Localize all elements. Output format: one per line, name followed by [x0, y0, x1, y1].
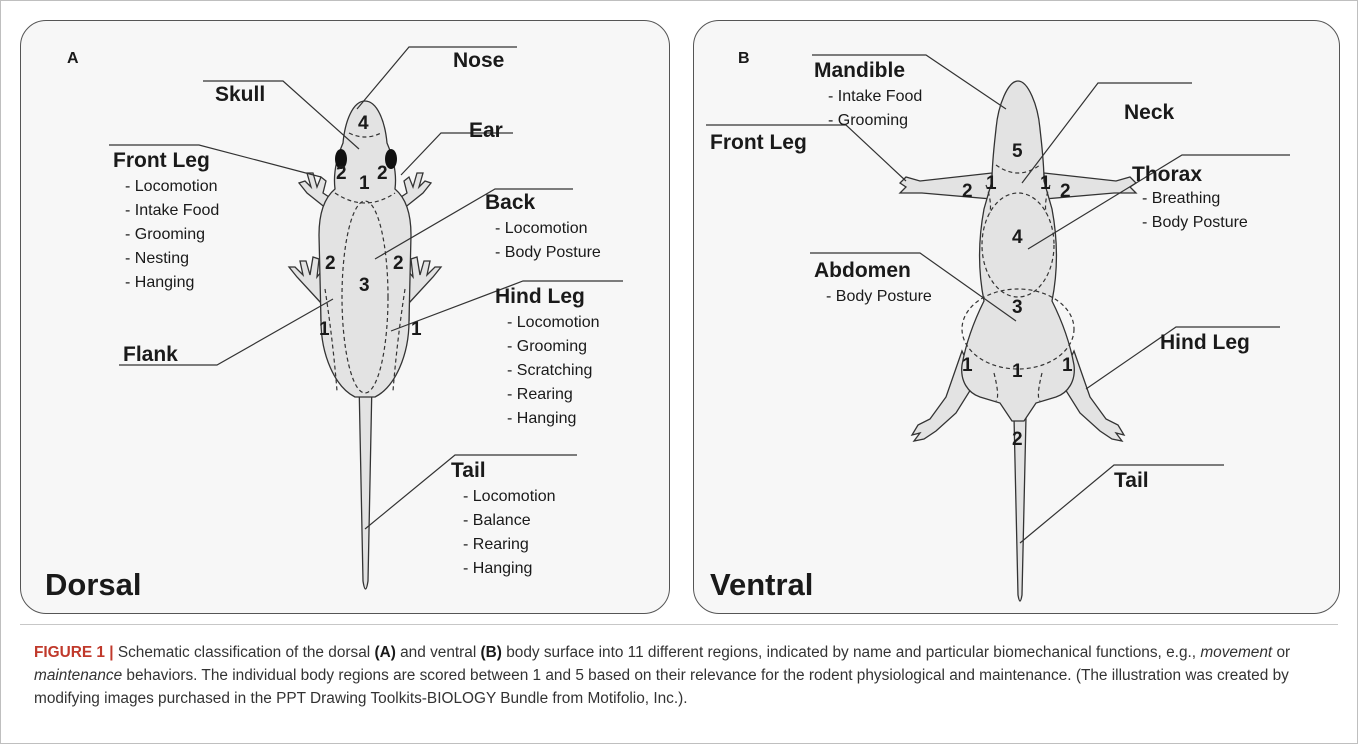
caption-ref-b: (B): [481, 644, 502, 661]
panel-dorsal: A Dorsal Nose Skull Ear Front Leg - Loco…: [20, 20, 670, 614]
label-hind-leg: Hind Leg: [1160, 331, 1250, 354]
caption-text-5: behaviors. The individual body regions a…: [34, 667, 1289, 707]
label-tail: Tail: [1114, 469, 1149, 492]
caption-text-4: or: [1272, 644, 1290, 661]
panel-letter-b: B: [738, 50, 750, 67]
caption-italic-maintenance: maintenance: [34, 667, 122, 684]
score-genital: 1: [1012, 361, 1023, 382]
tail-function-1: - Locomotion: [463, 488, 556, 505]
ventral-front-leg-left: [900, 173, 992, 199]
score-hind-left: 1: [962, 355, 973, 376]
label-abdomen: Abdomen: [814, 259, 911, 282]
tail-function-2: - Balance: [463, 512, 531, 529]
score-thorax: 4: [1012, 227, 1023, 248]
label-front-leg: Front Leg: [113, 149, 210, 172]
caption-text-1: Schematic classification of the dorsal: [114, 644, 375, 661]
score-flank-left: 1: [319, 319, 330, 340]
score-head: 1: [359, 173, 370, 194]
front-leg-function-2: - Intake Food: [125, 202, 219, 219]
panel-ventral: B Ventral Mandible - Intake Food - Groom…: [693, 20, 1340, 614]
score-skull: 4: [358, 113, 369, 134]
tail-function-3: - Rearing: [463, 536, 529, 553]
label-neck: Neck: [1124, 101, 1175, 124]
front-leg-function-5: - Hanging: [125, 274, 194, 291]
figure-caption: FIGURE 1 | Schematic classification of t…: [20, 624, 1338, 734]
score-hind-right: 1: [1062, 355, 1073, 376]
label-skull: Skull: [215, 83, 265, 106]
score-neck-right: 1: [1040, 173, 1051, 194]
front-leg-function-1: - Locomotion: [125, 178, 218, 195]
score-abdomen: 3: [1012, 297, 1023, 318]
back-function-2: - Body Posture: [495, 244, 601, 261]
front-leg-function-4: - Nesting: [125, 250, 189, 267]
label-thorax: Thorax: [1132, 163, 1202, 186]
hind-leg-function-2: - Grooming: [507, 338, 587, 355]
figure-label: FIGURE 1 |: [34, 644, 114, 661]
caption-text-3: body surface into 11 different regions, …: [502, 644, 1200, 661]
label-ear: Ear: [469, 119, 503, 142]
score-front-right: 2: [1060, 181, 1071, 202]
hind-leg-function-5: - Hanging: [507, 410, 576, 427]
score-ear-left: 2: [336, 163, 347, 184]
caption-italic-movement: movement: [1200, 644, 1272, 661]
thorax-function-1: - Breathing: [1142, 190, 1220, 207]
score-front-right: 2: [393, 253, 404, 274]
back-function-1: - Locomotion: [495, 220, 588, 237]
front-leg-function-3: - Grooming: [125, 226, 205, 243]
label-front-leg: Front Leg: [710, 131, 807, 154]
caption-text-2: and ventral: [396, 644, 481, 661]
hind-leg-function-4: - Rearing: [507, 386, 573, 403]
abdomen-function-1: - Body Posture: [826, 288, 932, 305]
ventral-front-leg-right: [1044, 173, 1136, 199]
dorsal-diagram: A Dorsal Nose Skull Ear Front Leg - Loco…: [21, 21, 669, 613]
score-mandible: 5: [1012, 141, 1023, 162]
label-back: Back: [485, 191, 536, 214]
score-front-left: 2: [325, 253, 336, 274]
score-neck-left: 1: [986, 173, 997, 194]
label-hind-leg: Hind Leg: [495, 285, 585, 308]
score-tail: 2: [1012, 429, 1023, 450]
hind-leg-function-3: - Scratching: [507, 362, 592, 379]
tail-function-4: - Hanging: [463, 560, 532, 577]
ventral-diagram: B Ventral Mandible - Intake Food - Groom…: [694, 21, 1339, 613]
label-nose: Nose: [453, 49, 504, 72]
label-tail: Tail: [451, 459, 486, 482]
view-label-ventral: Ventral: [710, 567, 813, 602]
caption-ref-a: (A): [374, 644, 395, 661]
score-front-left: 2: [962, 181, 973, 202]
view-label-dorsal: Dorsal: [45, 567, 141, 602]
thorax-function-2: - Body Posture: [1142, 214, 1248, 231]
label-mandible: Mandible: [814, 59, 905, 82]
label-flank: Flank: [123, 343, 178, 366]
score-flank-right: 1: [411, 319, 422, 340]
mandible-function-2: - Grooming: [828, 112, 908, 129]
score-back: 3: [359, 275, 370, 296]
panel-letter-a: A: [67, 50, 79, 67]
hind-leg-function-1: - Locomotion: [507, 314, 600, 331]
dorsal-tail: [359, 381, 372, 589]
score-ear-right: 2: [377, 163, 388, 184]
mandible-function-1: - Intake Food: [828, 88, 922, 105]
